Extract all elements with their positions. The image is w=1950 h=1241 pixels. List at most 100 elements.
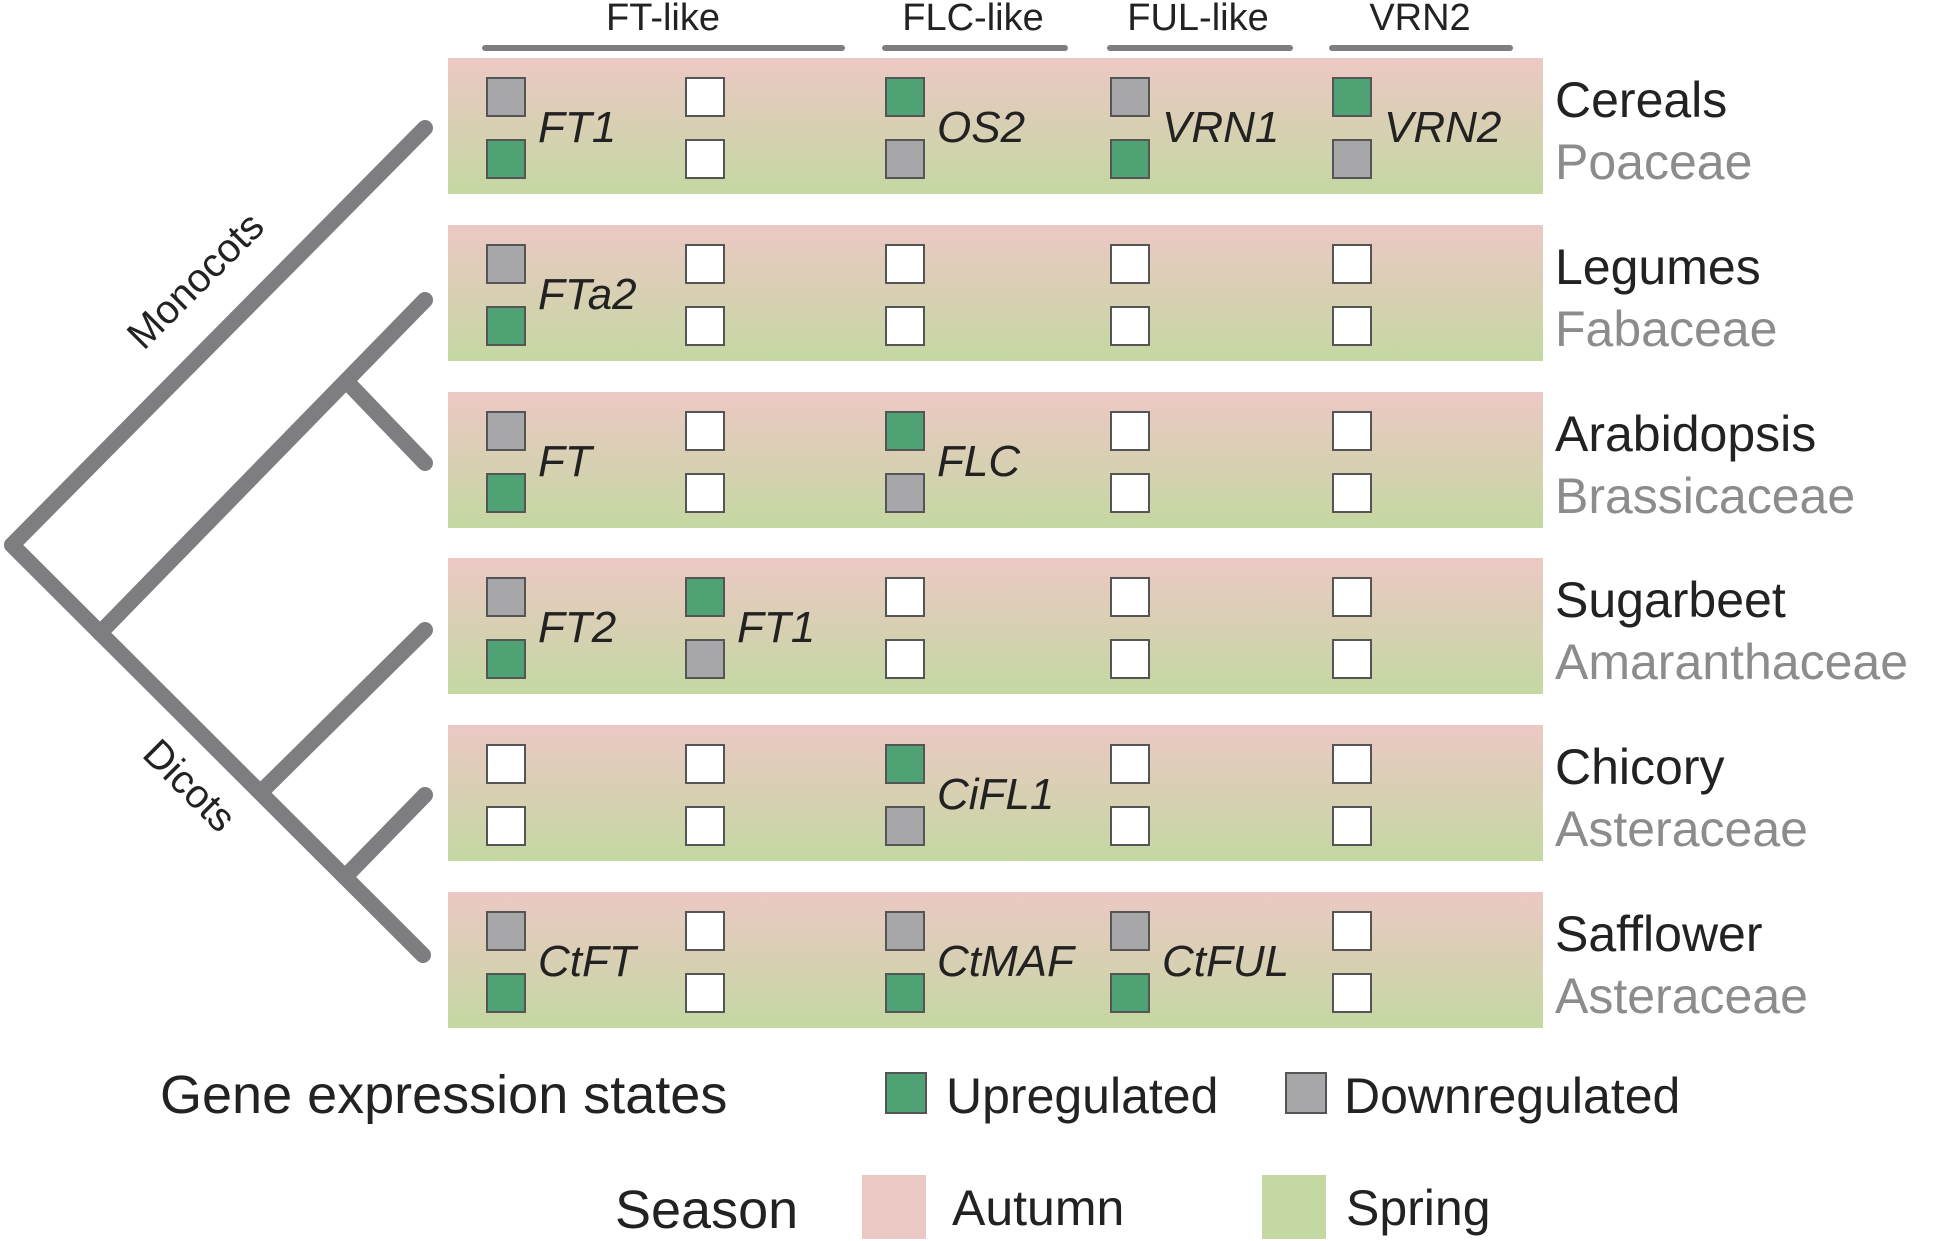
expression-box-bottom <box>685 306 725 346</box>
expression-box-top <box>1110 244 1150 284</box>
expression-box-bottom <box>885 139 925 179</box>
expression-box-bottom <box>885 306 925 346</box>
expression-box-bottom <box>1110 473 1150 513</box>
expression-box-top <box>486 77 526 117</box>
gene-label: CtFUL <box>1162 937 1289 986</box>
expression-box-bottom <box>685 973 725 1013</box>
tree-branch-monocots <box>4 120 433 553</box>
expression-box-top <box>486 577 526 617</box>
family-name: Amaranthaceae <box>1555 634 1908 690</box>
crop-name: Sugarbeet <box>1555 572 1786 628</box>
family-name: Asteraceae <box>1555 968 1808 1024</box>
expression-box-bottom <box>486 473 526 513</box>
expression-box-bottom <box>885 473 925 513</box>
clade-label-monocots: Monocots <box>119 204 273 358</box>
gene-label: OS2 <box>937 103 1025 152</box>
family-name: Fabaceae <box>1555 301 1777 357</box>
expression-box-bottom <box>885 973 925 1013</box>
expression-box-bottom <box>1110 306 1150 346</box>
tree-branch-legume-clade <box>92 292 433 641</box>
tree-branch-sugarbeet-clade <box>255 622 433 798</box>
legend-spring-label: Spring <box>1346 1180 1491 1236</box>
tree-branch-arabidopsis <box>342 377 433 471</box>
crop-name: Arabidopsis <box>1555 406 1816 462</box>
legend-season-title: Season <box>615 1180 798 1240</box>
expression-box-bottom <box>1332 139 1372 179</box>
expression-box-top <box>1332 744 1372 784</box>
legend-autumn-label: Autumn <box>952 1180 1124 1236</box>
expression-box-top <box>1332 577 1372 617</box>
expression-box-bottom <box>885 639 925 679</box>
expression-box-bottom <box>486 806 526 846</box>
legend-downregulated-swatch <box>1285 1072 1327 1114</box>
gene-label: FTa2 <box>538 270 637 319</box>
expression-box-top <box>1110 911 1150 951</box>
expression-box-bottom <box>1110 806 1150 846</box>
gene-label: VRN1 <box>1162 103 1279 152</box>
expression-box-bottom <box>1332 639 1372 679</box>
gene-label: FT1 <box>538 103 616 152</box>
expression-box-top <box>1332 77 1372 117</box>
expression-box-bottom <box>885 806 925 846</box>
gene-label: FT <box>538 437 595 486</box>
expression-box-bottom <box>685 806 725 846</box>
expression-box-bottom <box>685 139 725 179</box>
clade-label-dicots: Dicots <box>134 731 244 841</box>
expression-box-top <box>1110 744 1150 784</box>
legend-autumn-swatch <box>862 1175 926 1239</box>
family-name: Brassicaceae <box>1555 468 1855 524</box>
gene-label: FT1 <box>737 603 815 652</box>
gene-label: VRN2 <box>1384 103 1501 152</box>
expression-box-bottom <box>1332 973 1372 1013</box>
expression-box-bottom <box>486 973 526 1013</box>
group-header-ft-like: FT-like <box>606 0 720 39</box>
expression-box-top <box>885 411 925 451</box>
expression-box-top <box>885 744 925 784</box>
expression-box-bottom <box>1110 639 1150 679</box>
legend-expression-title: Gene expression states <box>160 1065 727 1125</box>
gene-label: CtFT <box>538 937 639 986</box>
expression-box-top <box>685 911 725 951</box>
crop-name: Cereals <box>1555 72 1727 128</box>
legend-downregulated-label: Downregulated <box>1344 1068 1680 1124</box>
crop-name: Safflower <box>1555 906 1763 962</box>
expression-box-top <box>685 744 725 784</box>
expression-box-bottom <box>1332 806 1372 846</box>
expression-box-bottom <box>1332 473 1372 513</box>
expression-box-top <box>885 77 925 117</box>
group-header-ful-like: FUL-like <box>1127 0 1268 39</box>
expression-box-bottom <box>486 139 526 179</box>
group-header-vrn2: VRN2 <box>1369 0 1470 39</box>
expression-box-top <box>685 411 725 451</box>
legend-expression: Gene expression states Upregulated Downr… <box>160 1065 1680 1125</box>
gene-label: FT2 <box>538 603 616 652</box>
phylogenetic-tree <box>4 120 433 963</box>
expression-box-bottom <box>486 306 526 346</box>
family-name: Poaceae <box>1555 134 1752 190</box>
expression-box-top <box>486 744 526 784</box>
legend-season: Season Autumn Spring <box>615 1175 1491 1240</box>
expression-box-top <box>685 77 725 117</box>
legend-spring-swatch <box>1262 1175 1326 1239</box>
crop-name: Legumes <box>1555 239 1761 295</box>
expression-box-top <box>885 577 925 617</box>
expression-box-top <box>885 244 925 284</box>
crop-name: Chicory <box>1555 739 1724 795</box>
expression-box-top <box>486 411 526 451</box>
expression-box-top <box>885 911 925 951</box>
expression-box-top <box>685 577 725 617</box>
column-group-headers: FT-like FLC-like FUL-like VRN2 <box>482 0 1513 51</box>
gene-label: FLC <box>937 437 1021 486</box>
expression-box-top <box>685 244 725 284</box>
legend-upregulated-label: Upregulated <box>946 1068 1218 1124</box>
expression-box-top <box>486 244 526 284</box>
expression-box-bottom <box>1110 973 1150 1013</box>
expression-box-bottom <box>685 639 725 679</box>
gene-label: CtMAF <box>937 937 1076 986</box>
tree-branch-chicory-safflower <box>337 787 433 885</box>
expression-box-bottom <box>1110 139 1150 179</box>
